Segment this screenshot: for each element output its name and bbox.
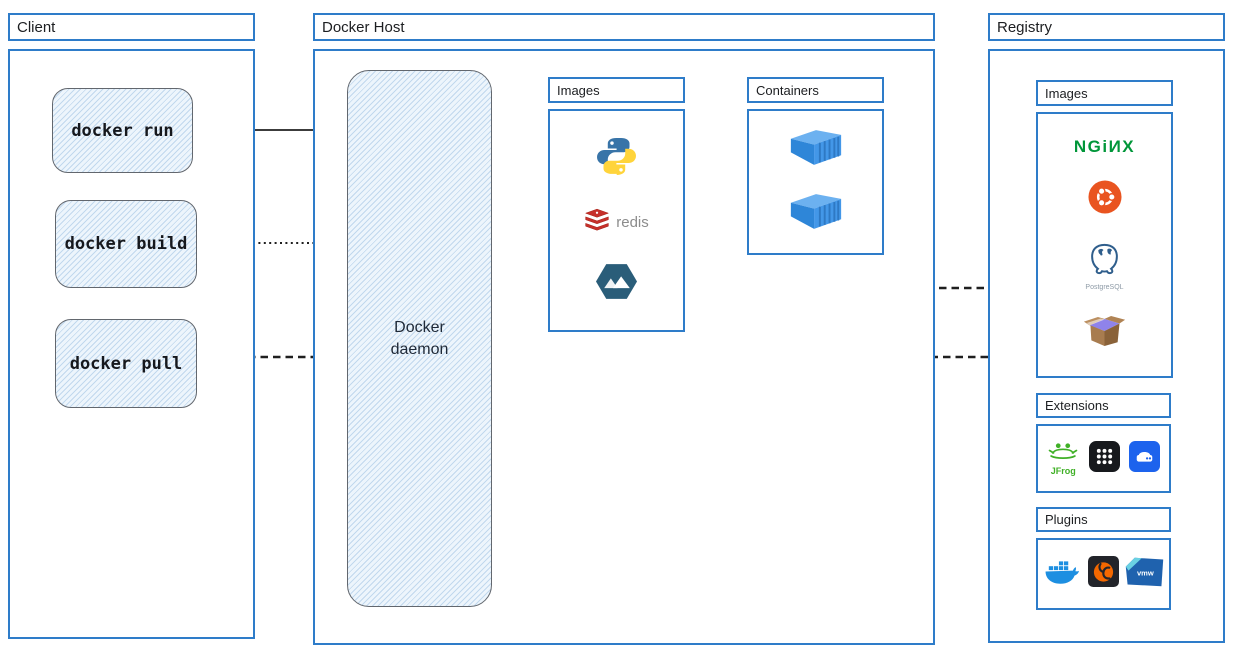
registry-images-title-bar: Images <box>1036 80 1173 106</box>
docker-whale-icon <box>1043 556 1084 592</box>
container-icon <box>787 126 845 174</box>
host-images-title-bar: Images <box>548 77 685 103</box>
client-title-bar: Client <box>8 13 255 41</box>
vmware-icon: vmw <box>1124 555 1165 594</box>
plugins-title: Plugins <box>1045 512 1088 527</box>
containers-title-bar: Containers <box>747 77 884 103</box>
postgresql-icon <box>1088 243 1121 283</box>
docker-host-title: Docker Host <box>322 18 405 36</box>
docker-run-command: docker run <box>52 88 193 173</box>
containers-title: Containers <box>756 82 819 98</box>
alpine-linux-icon <box>596 263 637 305</box>
jfrog-icon <box>1047 441 1079 465</box>
docker-daemon-label: Docker daemon <box>390 318 449 358</box>
disk-drive-icon <box>1128 440 1160 477</box>
postgresql-label: PostgreSQL <box>1085 283 1124 291</box>
docker-pull-label: docker pull <box>69 353 183 374</box>
docker-daemon: Docker daemon <box>347 70 492 607</box>
docker-host-title-bar: Docker Host <box>313 13 935 41</box>
containers-list <box>749 111 882 253</box>
nginx-logo: NGiИX <box>1073 137 1136 157</box>
package-box-icon <box>1082 314 1127 353</box>
jfrog-extension: JFrog <box>1047 441 1079 476</box>
grafana-icon <box>1088 556 1119 592</box>
postgresql-image: PostgreSQL <box>1085 243 1124 291</box>
container-icon <box>787 190 845 238</box>
python-icon <box>596 136 637 182</box>
redis-icon <box>584 208 610 238</box>
docker-run-label: docker run <box>71 120 174 141</box>
containers-box <box>747 109 884 255</box>
registry-title: Registry <box>997 18 1053 36</box>
extensions-title-bar: Extensions <box>1036 393 1171 418</box>
extensions-title: Extensions <box>1045 398 1109 413</box>
docker-build-command: docker build <box>55 200 197 288</box>
docker-build-label: docker build <box>64 234 188 254</box>
ubuntu-icon <box>1087 180 1122 219</box>
client-title: Client <box>17 18 56 36</box>
registry-images-title: Images <box>1045 85 1088 101</box>
plugins-list: vmw <box>1038 540 1169 608</box>
jfrog-label: JFrog <box>1050 466 1076 476</box>
plugins-title-bar: Plugins <box>1036 507 1171 532</box>
redis-image: redis <box>584 208 649 238</box>
registry-images-list: NGiИX PostgreSQL <box>1038 114 1171 376</box>
registry-title-bar: Registry <box>988 13 1225 41</box>
host-images-list: redis <box>550 111 683 330</box>
vmware-label: vmw <box>1136 568 1153 577</box>
docker-pull-command: docker pull <box>55 319 197 408</box>
app-grid-icon <box>1088 440 1120 477</box>
extensions-list: JFrog <box>1038 426 1169 491</box>
redis-label: redis <box>616 214 649 231</box>
host-images-title: Images <box>557 82 600 98</box>
